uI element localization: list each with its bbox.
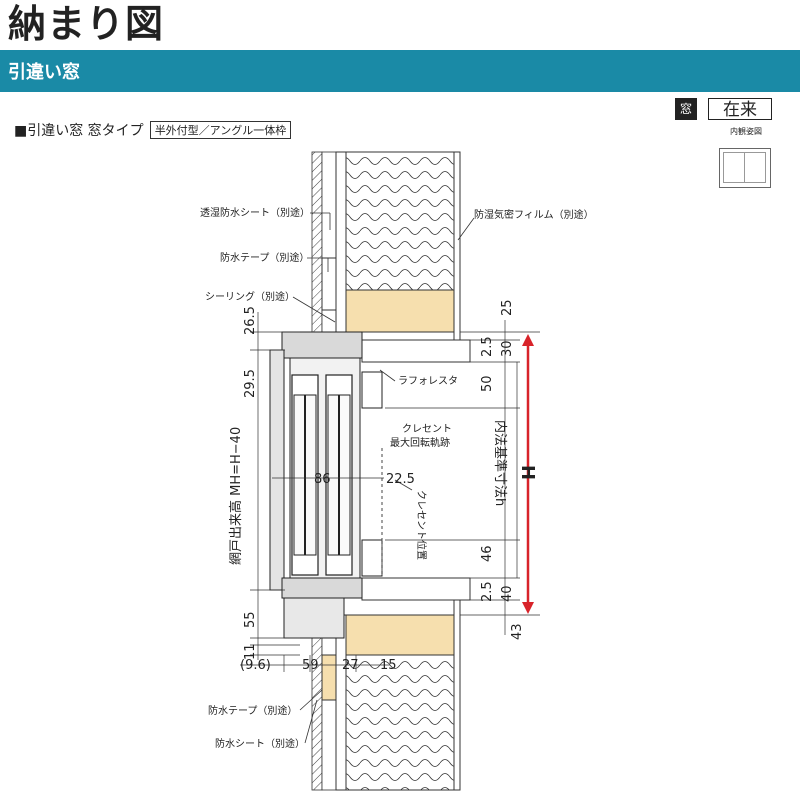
window-type-line: ■引違い窓 窓タイプ半外付型／アングル一体枠 — [14, 120, 292, 140]
elevation-note: 内観姿図 — [730, 127, 762, 136]
dimension-lines-right — [385, 320, 540, 635]
lumber-blocks — [321, 257, 455, 701]
label-net-height: 網戸出来高 MH=H−40 — [228, 427, 244, 565]
label-crescent-path-2: 最大回転軌跡 — [390, 436, 450, 449]
dim-22-5: 22.5 — [386, 472, 415, 487]
dim-46: 46 — [480, 545, 495, 562]
dim-86: 86 — [314, 472, 331, 487]
window-type-label: ■引違い窓 窓タイプ — [14, 123, 144, 139]
dim-30: 30 — [500, 340, 515, 357]
label-h: H — [517, 465, 538, 480]
dim-59: 59 — [302, 658, 319, 673]
thumbnail-pane-right — [744, 152, 766, 183]
leader-lines — [292, 212, 475, 744]
label-sheet-bottom: 防水シート（別途） — [215, 737, 305, 750]
dim-2-5-top: 2.5 — [480, 336, 495, 357]
wall-structure — [311, 151, 461, 791]
type-badge: 在来 — [708, 98, 772, 120]
label-laforesta: ラフォレスタ — [398, 375, 458, 387]
interior-casing — [361, 339, 471, 601]
page-title: 納まり図 — [8, 2, 165, 46]
dim-2-5-bottom: 2.5 — [480, 581, 495, 602]
label-tape-top: 防水テープ（別途） — [220, 251, 309, 264]
dimension-lines-left — [240, 312, 390, 672]
dim-27: 27 — [342, 658, 359, 673]
category-badge: 窓 — [675, 98, 697, 120]
dim-55: 55 — [243, 611, 258, 628]
h-dimension-arrow — [522, 334, 534, 614]
label-inner-dimension: 内法基準寸法h — [492, 420, 508, 506]
dim-50: 50 — [480, 375, 495, 392]
dim-11: 11 — [243, 643, 258, 660]
label-crescent-position: クレセント位置 — [415, 490, 428, 560]
dim-26-5: 26.5 — [243, 306, 258, 335]
label-sealing: シーリング（別途） — [205, 290, 295, 303]
crescent-path — [381, 448, 413, 575]
label-vapor-film: 防湿気密フィルム（別途） — [474, 208, 594, 221]
dim-25: 25 — [500, 299, 515, 316]
dim-15: 15 — [380, 658, 397, 673]
dim-43: 43 — [510, 623, 525, 640]
label-tape-bottom: 防水テープ（別途） — [208, 704, 297, 717]
section-bar: 引違い窓 — [0, 50, 800, 92]
dim-29-5: 29.5 — [243, 369, 258, 398]
frame-type-box: 半外付型／アングル一体枠 — [149, 121, 292, 139]
label-crescent-path-1: クレセント — [402, 423, 452, 435]
label-moisture-sheet: 透湿防水シート（別途） — [200, 206, 310, 219]
section-title: 引違い窓 — [8, 62, 80, 83]
window-thumbnail-icon — [719, 148, 771, 188]
window-frame-section — [269, 331, 383, 639]
dim-9-6: (9.6) — [240, 658, 271, 673]
dim-40: 40 — [500, 585, 515, 602]
